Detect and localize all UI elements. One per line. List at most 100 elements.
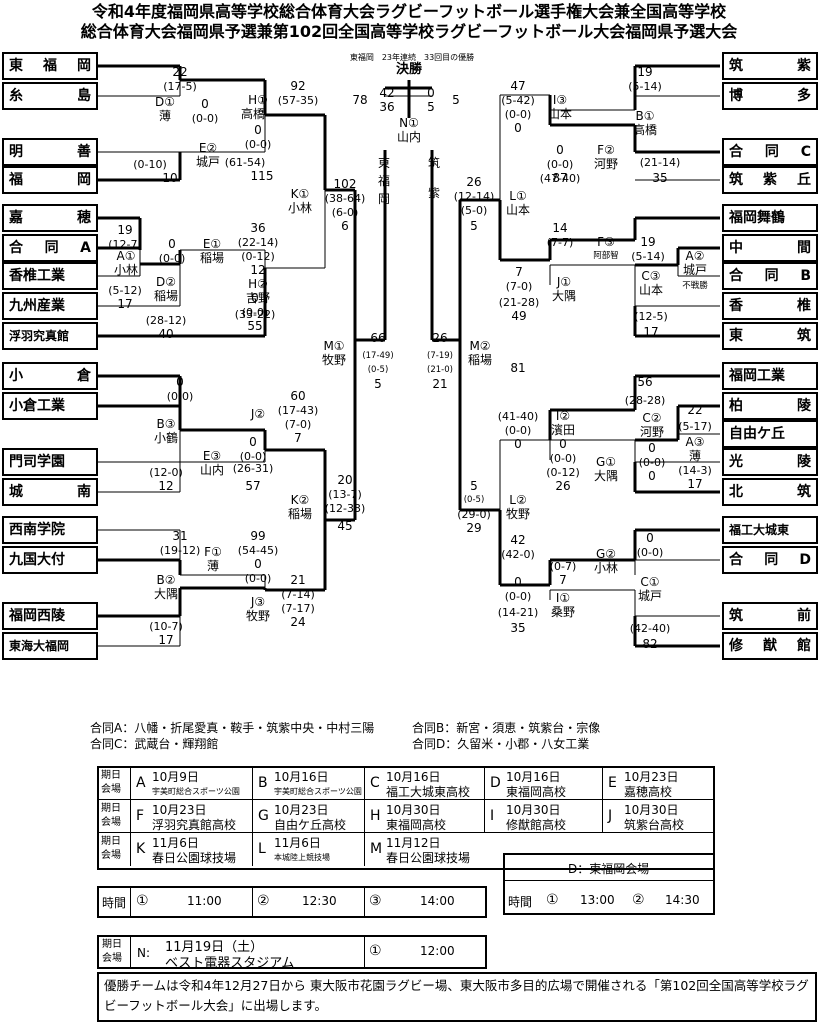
- schedule-col-divider: [130, 767, 131, 800]
- team-name-part: 前: [797, 608, 811, 624]
- bracket-label: 稲場: [287, 507, 313, 521]
- bracket-label: 小林: [113, 263, 139, 277]
- bracket-label: A②: [685, 249, 705, 263]
- team-name-part: 合: [9, 240, 23, 256]
- schedule-date: 10月30日: [624, 803, 679, 817]
- schedule-venue-key: K: [136, 841, 146, 857]
- bracket-label: 0: [559, 437, 567, 451]
- team-left-2: 糸島: [2, 82, 98, 110]
- final-header: 東福岡 23年連続 33回目の優勝: [349, 53, 475, 62]
- d-venue-title: D：東福岡会場: [568, 862, 650, 876]
- final-key: N:: [137, 946, 151, 960]
- bracket-label: (5-42): [501, 94, 535, 107]
- footer-text: 優勝チームは令和4年12月27日から 東大阪市花園ラグビー場、東大阪市多目的広場…: [104, 978, 809, 1013]
- team-name-part: 倉: [77, 368, 91, 384]
- schedule-venue-label: 会場: [101, 850, 121, 861]
- bracket-label: 高橋: [240, 107, 266, 121]
- footer-box: [97, 972, 817, 1022]
- bracket-label: 20: [337, 473, 353, 487]
- team-name-part: 陵: [797, 454, 811, 470]
- bracket-label: 56: [637, 375, 653, 389]
- final-place: ベスト電器スタジアム: [165, 956, 295, 971]
- bracket-label: 稲場: [199, 251, 225, 265]
- bracket-label: 24: [290, 615, 306, 629]
- team-left-15: 九国大付: [2, 546, 98, 574]
- bracket-label: L①: [509, 189, 527, 203]
- bracket-label: F①: [204, 545, 222, 559]
- team-left-1: 東福岡: [2, 52, 98, 80]
- bracket-label: 城戸: [637, 589, 663, 603]
- schedule-venue-key: L: [258, 841, 266, 857]
- bracket-label: (12-7): [108, 238, 142, 251]
- bracket-label: 102: [333, 177, 357, 191]
- bracket-label: 0: [249, 435, 257, 449]
- bracket-label: 桑野: [550, 605, 576, 619]
- final-game-number: N①: [399, 116, 419, 130]
- bracket-label: 牧野: [505, 507, 531, 521]
- bracket-label: (12-0): [149, 466, 183, 479]
- schedule-venue-key: G: [258, 808, 269, 824]
- team-name-part: 城: [9, 484, 23, 500]
- team-name-part: 同: [764, 552, 779, 568]
- bracket-label: 42: [510, 533, 526, 547]
- team-right-14: 北筑: [722, 478, 818, 506]
- bracket-label: (57-35): [277, 94, 319, 107]
- bracket-label: (6-0): [331, 206, 359, 219]
- schedule-place: 浮羽究真館高校: [152, 818, 237, 832]
- schedule-col-divider: [252, 800, 253, 833]
- team-left-4: 福岡: [2, 166, 98, 194]
- schedule-place: 春日公園球技場: [152, 851, 237, 865]
- team-name-part: 九州産業: [9, 298, 65, 314]
- bracket-label: 19: [640, 235, 656, 249]
- team-name-part: 九国大付: [9, 552, 65, 568]
- final-left-team-3: 岡: [377, 192, 391, 206]
- schedule-venue-key: H: [370, 808, 381, 824]
- bracket-label: 6: [341, 219, 349, 233]
- bracket-label: 稲場: [153, 289, 179, 303]
- final-second-half-left: 36: [379, 100, 395, 114]
- team-left-9: 浮羽究真館: [2, 322, 98, 350]
- bracket-label: (28-12): [145, 314, 187, 327]
- bracket-label: 大隅: [551, 289, 577, 303]
- bracket-label: (7-0): [505, 280, 533, 293]
- schedule-place: 修猷館高校: [506, 818, 567, 832]
- bracket-label: I①: [555, 591, 571, 605]
- team-left-13: 城南: [2, 478, 98, 506]
- schedule-day-label: 期日: [101, 836, 121, 847]
- schedule-col-divider: [364, 833, 365, 866]
- bracket-label: B①: [635, 109, 655, 123]
- schedule-venue-key: A: [136, 775, 146, 791]
- time-3-mark: ③: [369, 893, 382, 909]
- schedule-venue-key: J: [608, 808, 613, 824]
- note-joint-c: 合同C：武蔵台・輝翔館: [90, 737, 219, 751]
- team-name-part: B: [800, 268, 811, 284]
- schedule-place: 嘉穂高校: [624, 785, 673, 799]
- schedule-col-divider: [484, 767, 485, 800]
- bracket-label: 22: [172, 65, 188, 79]
- bracket-label: E②: [198, 141, 218, 155]
- team-name-part: 多: [797, 88, 811, 104]
- team-name-part: 筑: [797, 484, 811, 500]
- bracket-label: (10-7): [149, 620, 183, 633]
- team-name-part: A: [80, 240, 91, 256]
- team-right-15: 福工大城東: [722, 516, 818, 544]
- team-left-3: 明善: [2, 138, 98, 166]
- time-box: [97, 886, 487, 918]
- bracket-label: F③: [597, 235, 615, 249]
- bracket-label: H①: [248, 93, 268, 107]
- team-left-14: 西南学院: [2, 516, 98, 544]
- bracket-label: 濱田: [550, 423, 576, 437]
- team-right-18: 修猷館: [722, 632, 818, 660]
- bracket-label: 26: [466, 175, 482, 189]
- team-name-part: 中: [729, 240, 743, 256]
- bracket-label: 35: [510, 621, 526, 635]
- team-name-part: 嘉: [9, 210, 23, 226]
- schedule-place: 自由ケ丘高校: [274, 818, 347, 832]
- schedule-date: 10月16日: [386, 770, 441, 784]
- schedule-date: 10月23日: [624, 770, 679, 784]
- bracket-label: (17-49): [362, 351, 394, 361]
- bracket-label: 14: [552, 221, 568, 235]
- bracket-label: (47-40): [539, 172, 581, 185]
- team-name-part: 島: [77, 88, 91, 104]
